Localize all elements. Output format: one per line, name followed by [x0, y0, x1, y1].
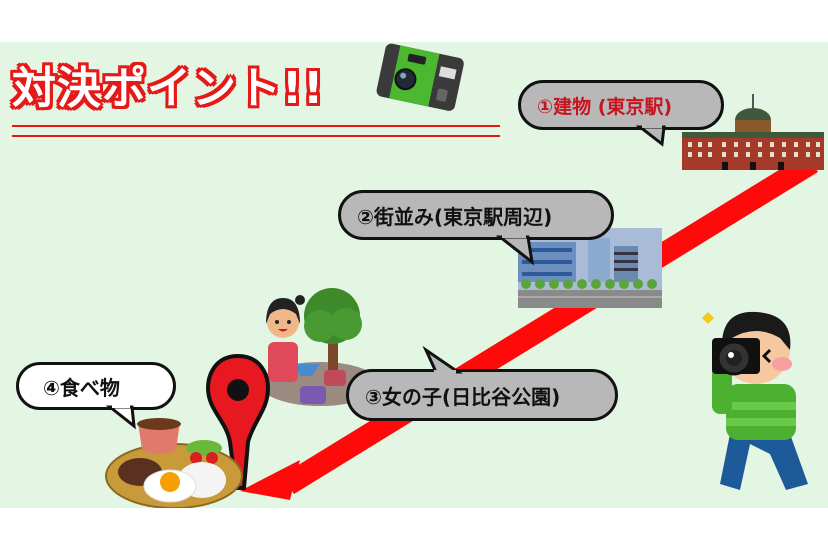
tokyo-station-icon: [682, 94, 824, 170]
point-4-bubble: ④食べ物: [16, 362, 176, 410]
slide-title: 対決ポイント!!: [12, 63, 325, 114]
point-1-bubble: ①建物 (東京駅): [518, 80, 724, 130]
bubble-4-tail: [105, 403, 136, 430]
point-1-label: ①建物 (東京駅): [537, 95, 673, 118]
point-3-label: ③女の子(日比谷公園): [365, 384, 561, 409]
disposable-camera-icon: [376, 43, 464, 111]
food-plate-icon: [105, 418, 243, 508]
photographer-icon: [702, 311, 808, 490]
slide-panel: 対決ポイント!!: [0, 42, 828, 508]
city-buildings-icon: [518, 228, 662, 308]
girl-in-park-icon: [260, 288, 380, 406]
title-underline-bottom: [12, 135, 500, 137]
point-3-bubble: ③女の子(日比谷公園): [346, 369, 618, 421]
title-underline-top: [12, 125, 500, 127]
bubble-1-tail: [635, 123, 666, 147]
bubble-2-tail: [495, 233, 535, 266]
point-2-label: ②街並み(東京駅周辺): [357, 204, 553, 229]
bubble-3-tail: [422, 345, 463, 376]
point-4-label: ④食べ物: [43, 375, 120, 400]
point-2-bubble: ②街並み(東京駅周辺): [338, 190, 614, 240]
